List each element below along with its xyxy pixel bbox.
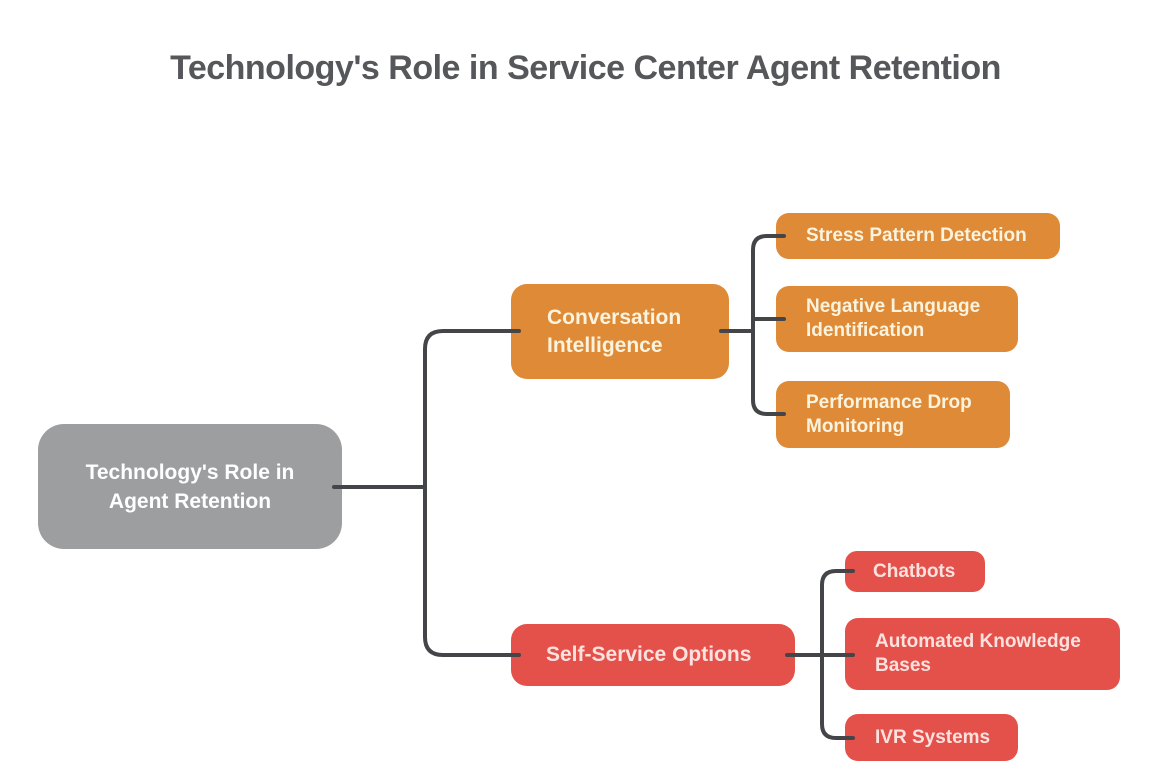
root-node-label: Technology's Role in Agent Retention <box>85 460 295 513</box>
diagram-title: Technology's Role in Service Center Agen… <box>170 49 1001 87</box>
branch-node-self-service-options: Self-Service Options <box>511 624 795 686</box>
leaf-node-performance-drop-monitoring: Performance Drop Monitoring <box>776 381 1010 448</box>
branch-node-label: Conversation Intelligence <box>547 305 682 357</box>
branch-node-label: Self-Service Options <box>546 643 752 666</box>
leaf-node-label: Negative Language Identification <box>806 296 981 341</box>
leaf-node-label: Automated Knowledge Bases <box>875 631 1081 676</box>
leaf-node-label: IVR Systems <box>875 726 991 748</box>
leaf-node-chatbots: Chatbots <box>845 551 985 592</box>
leaf-node-ivr-systems: IVR Systems <box>845 714 1018 761</box>
leaf-node-negative-language-identification: Negative Language Identification <box>776 286 1018 352</box>
leaf-node-label: Chatbots <box>873 560 956 582</box>
branch-node-conversation-intelligence: Conversation Intelligence <box>511 284 729 379</box>
connector-root-trunk <box>423 329 521 657</box>
leaf-node-label: Stress Pattern Detection <box>806 225 1027 246</box>
leaf-node-automated-knowledge-bases: Automated Knowledge Bases <box>845 618 1120 690</box>
leaf-node-label: Performance Drop Monitoring <box>806 391 972 437</box>
leaf-node-stress-pattern-detection: Stress Pattern Detection <box>776 213 1060 259</box>
root-node: Technology's Role in Agent Retention <box>38 424 342 549</box>
